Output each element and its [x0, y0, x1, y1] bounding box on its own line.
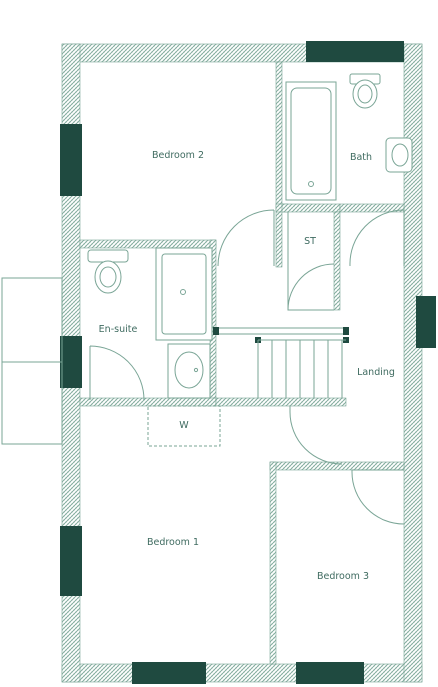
wall-ensuite-bottom: [79, 397, 217, 407]
wall-bedroom3-top: [269, 461, 405, 471]
ensuite-basin-bowl: [174, 351, 204, 389]
window-left-bedroom1: [60, 526, 82, 596]
label-bedroom3: Bedroom 3: [317, 571, 369, 582]
door-swing-store: [287, 212, 335, 311]
label-landing: Landing: [357, 367, 395, 378]
door-swing-bedroom2: [217, 209, 275, 267]
wall-right: [403, 43, 423, 683]
window-bottom-bedroom3: [296, 662, 364, 684]
staircase-icon: [213, 327, 349, 398]
label-bedroom2: Bedroom 2: [152, 150, 204, 161]
stair-post-right: [343, 327, 349, 335]
ensuite-basin-tap: [193, 367, 199, 373]
wall-store-right: [333, 211, 341, 311]
bay-outline-top: [1, 277, 63, 363]
washbasin-bowl: [391, 143, 409, 167]
wall-bedroom3-left: [269, 461, 277, 665]
window-top: [306, 41, 404, 62]
label-bedroom1: Bedroom 1: [147, 537, 199, 548]
window-left-ensuite: [60, 336, 82, 388]
windows: [60, 41, 436, 684]
external-bay: [1, 277, 63, 445]
label-ensuite: En-suite: [99, 324, 138, 335]
stair-rail-top: [215, 327, 347, 335]
interior-walls: [79, 61, 405, 665]
wall-bottom: [61, 663, 423, 683]
outer-walls: [61, 43, 423, 683]
bathtub-inner: [290, 87, 332, 195]
window-right-landing: [416, 296, 436, 348]
shower-drain: [180, 289, 186, 295]
toilet-seat-bath: [357, 84, 373, 104]
room-labels: Bedroom 2 Bath ST En-suite Landing W Bed…: [99, 150, 395, 582]
toilet-tank-ensuite: [87, 249, 129, 263]
door-swing-bath: [349, 209, 405, 267]
label-wardrobe: W: [179, 420, 189, 431]
wall-bedroom2-bottom: [79, 239, 217, 249]
label-store: ST: [304, 236, 316, 247]
bay-outline-bottom: [1, 361, 63, 445]
window-bottom-bedroom1: [132, 662, 206, 684]
wall-bath-bottom-right: [339, 203, 405, 213]
bath-drain: [308, 181, 314, 187]
stair-treads: [257, 339, 346, 398]
bath-fixtures: [285, 73, 413, 201]
wall-landing-bottom: [215, 397, 347, 407]
door-swing-bedroom1: [289, 406, 343, 465]
wall-bath-left: [275, 61, 283, 268]
wardrobe-outline: [147, 405, 221, 447]
wall-store-top: [281, 203, 341, 213]
toilet-seat-ensuite: [99, 266, 117, 288]
ensuite-fixtures: [87, 247, 213, 399]
label-bath: Bath: [350, 152, 372, 163]
stair-post-left: [213, 327, 219, 335]
window-left-bedroom2: [60, 124, 82, 196]
door-swing-ensuite: [89, 345, 145, 401]
door-swing-bedroom3: [351, 469, 405, 525]
doors: [89, 209, 405, 525]
